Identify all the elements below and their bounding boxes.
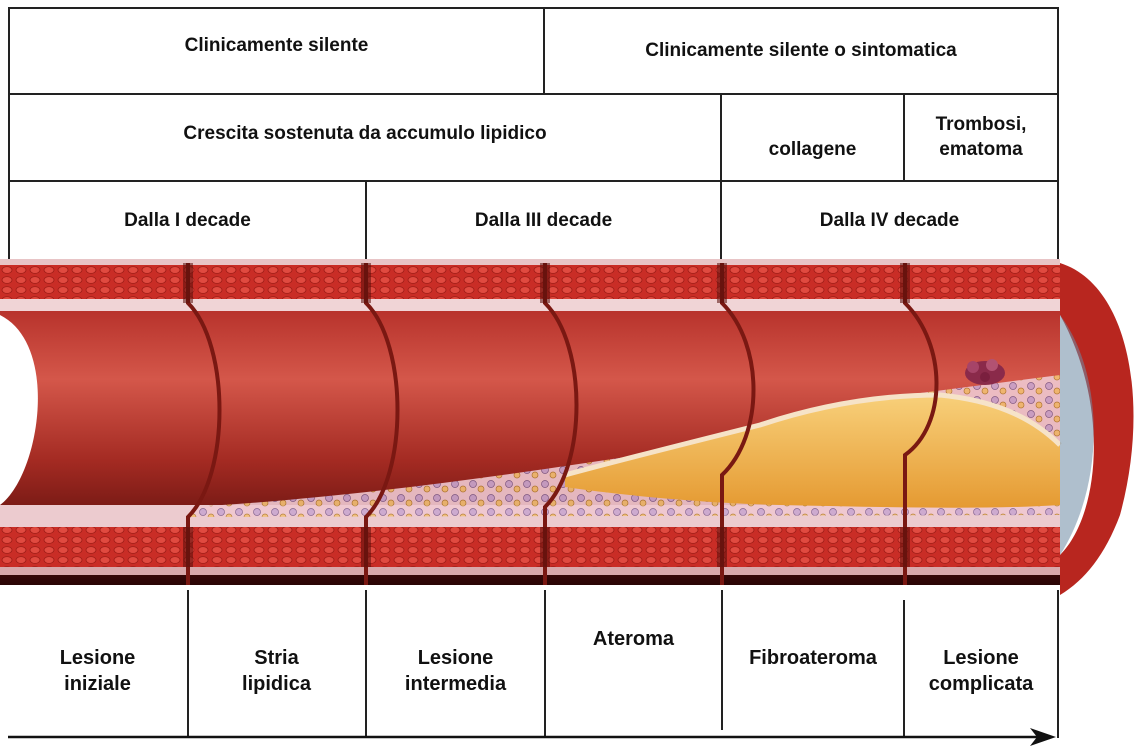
stage-divider-3: [544, 590, 546, 738]
thrombosis-label: Trombosi, ematoma: [936, 113, 1027, 162]
stage-label-lesione-complicata: Lesione complicata: [905, 645, 1057, 698]
table-right-border: [1057, 7, 1059, 262]
lipid-growth-cell: Crescita sostenuta da accumulo lipidico: [10, 95, 720, 173]
thrombosis-cell: Trombosi, ematoma: [905, 95, 1057, 180]
age-third-decade-cell: Dalla III decade: [367, 182, 720, 260]
stage-label-fibroateroma: Fibroateroma: [723, 645, 903, 671]
stage-label-lesione-intermedia: Lesione intermedia: [367, 645, 544, 698]
artery-cross-section-illustration: [0, 255, 1142, 615]
clinical-silent-cell: Clinicamente silente: [10, 9, 543, 84]
clinical-silent-label: Clinicamente silente: [185, 34, 369, 59]
right-white-notch: [1108, 550, 1142, 615]
age-fourth-decade-label: Dalla IV decade: [820, 209, 959, 234]
lipid-growth-label: Crescita sostenuta da accumulo lipidico: [183, 122, 546, 147]
stage-label-ateroma: Ateroma: [546, 626, 721, 652]
stage-label-lesione-iniziale: Lesione iniziale: [10, 645, 185, 698]
age-first-decade-label: Dalla I decade: [124, 209, 251, 234]
age-first-decade-cell: Dalla I decade: [10, 182, 365, 260]
collagen-label: collagene: [769, 138, 857, 163]
age-third-decade-label: Dalla III decade: [475, 209, 612, 234]
lower-wall-base: [0, 567, 1060, 575]
collagen-cell: collagene: [722, 120, 903, 180]
age-fourth-decade-cell: Dalla IV decade: [722, 182, 1057, 260]
clinical-symptomatic-cell: Clinicamente silente o sintomatica: [545, 9, 1057, 93]
stage-right-border: [1057, 590, 1059, 738]
clinical-symptomatic-label: Clinicamente silente o sintomatica: [645, 39, 956, 64]
stage-label-stria-lipidica: Stria lipidica: [189, 645, 364, 698]
progression-arrow: [0, 726, 1142, 747]
